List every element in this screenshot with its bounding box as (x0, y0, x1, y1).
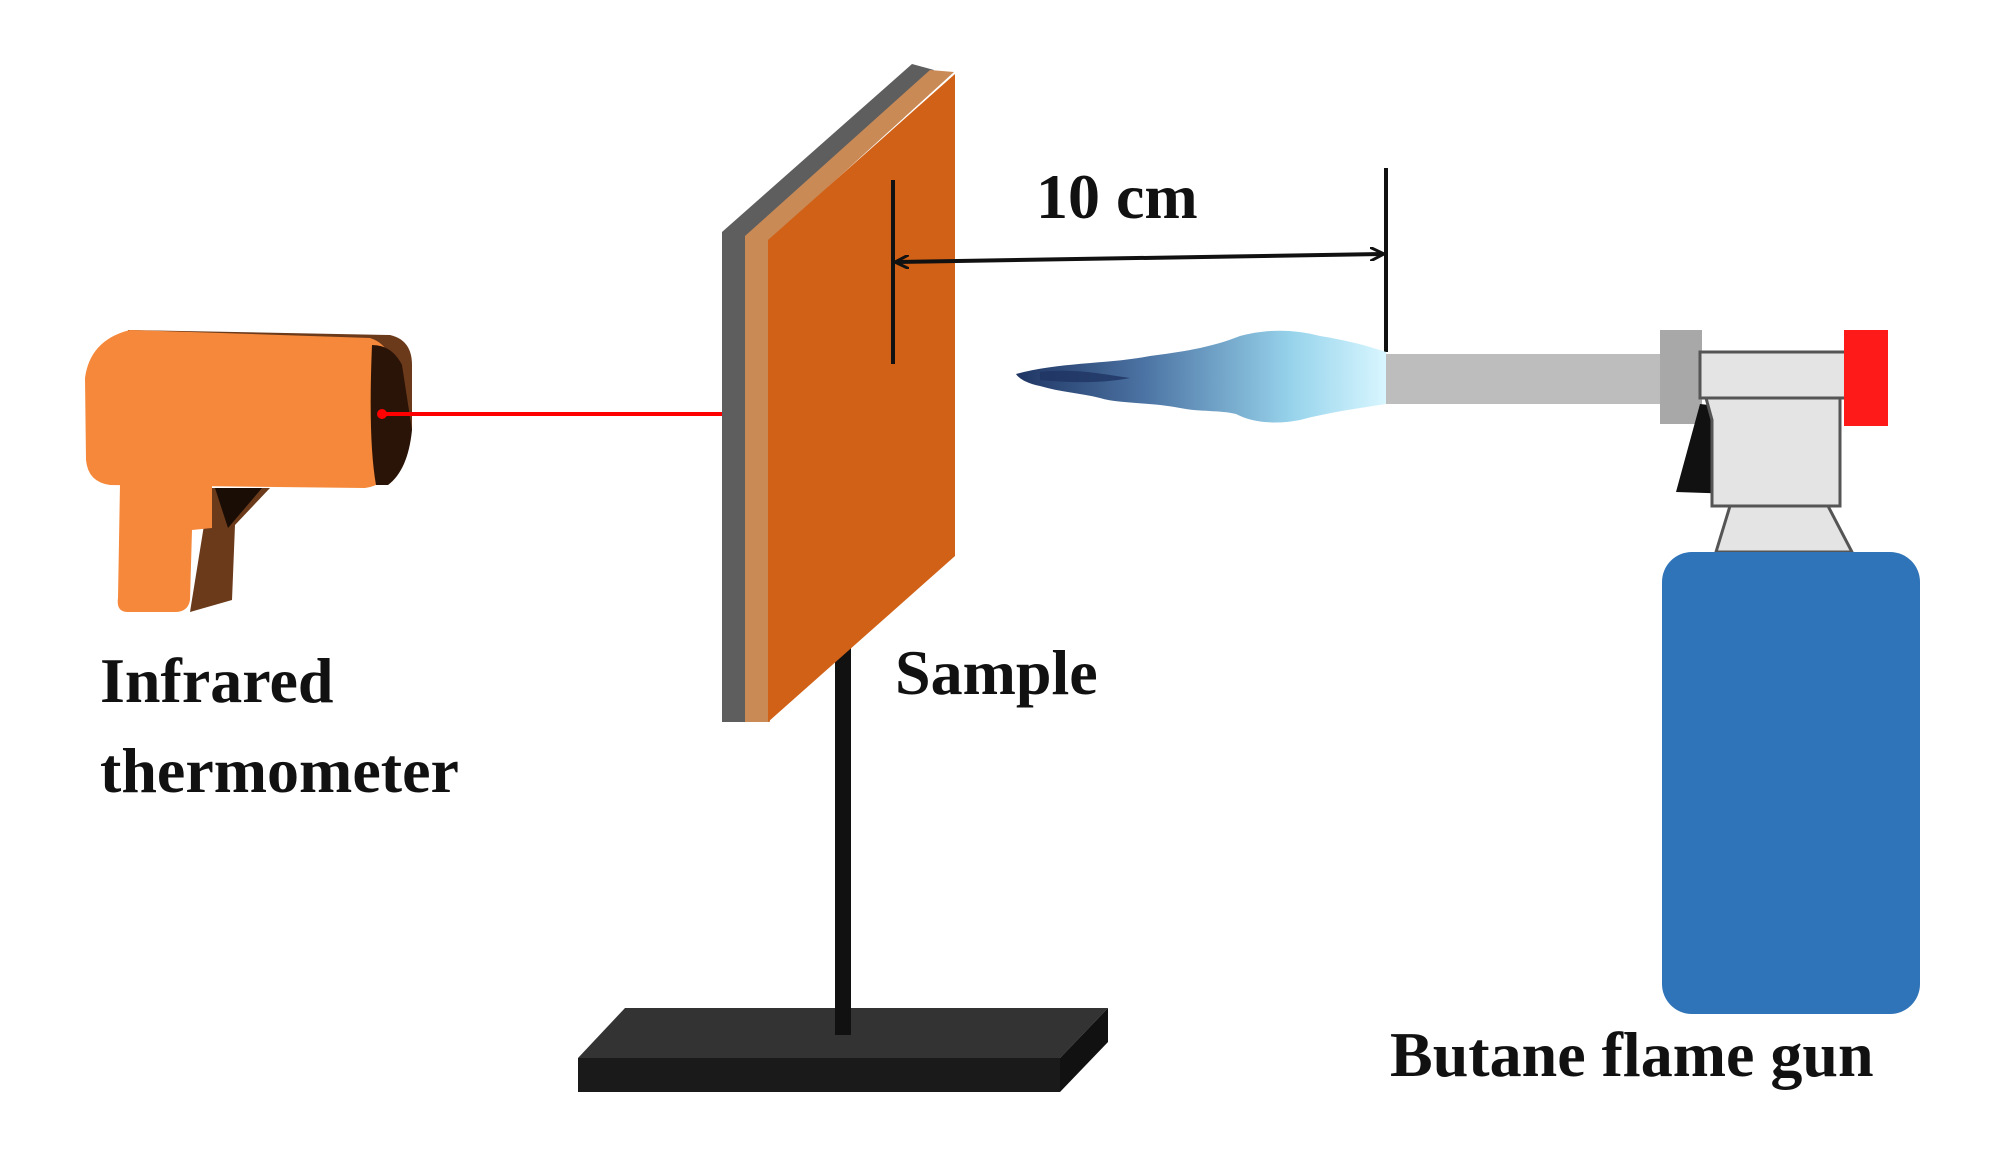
gas-canister (1662, 552, 1920, 1014)
stand-rod (835, 640, 851, 1035)
flame (1016, 330, 1386, 423)
sample-stand (578, 640, 1108, 1092)
gun-head (1698, 350, 1852, 400)
stand-base-front (578, 1058, 1060, 1092)
sample-middle-layer (745, 70, 954, 722)
flame-wisp (1040, 370, 1130, 383)
thermometer-label-line1: Infrared (100, 645, 333, 716)
butane-flame-gun (1386, 330, 1920, 1014)
gun-nozzle (1386, 354, 1664, 404)
sample-back-edge (722, 64, 934, 722)
thermometer-trigger (215, 488, 262, 528)
thermometer-label-line2: thermometer (100, 735, 459, 806)
dimension-arrow (897, 254, 1382, 262)
sample-plate (722, 64, 955, 722)
gun-valve (1844, 330, 1888, 426)
laser-aperture (377, 409, 387, 419)
gun-grip (1704, 396, 1842, 508)
thermometer-handle (117, 484, 212, 612)
infrared-thermometer (85, 330, 412, 612)
distance-label: 10 cm (1036, 161, 1198, 232)
gun-collar (1660, 330, 1702, 424)
sample-face (768, 74, 955, 722)
sample-label: Sample (895, 637, 1098, 708)
stand-base-side (1060, 1008, 1108, 1092)
flame-gun-label: Butane flame gun (1390, 1019, 1874, 1090)
gun-neck (1713, 504, 1855, 554)
distance-dimension: 10 cm (891, 161, 1388, 364)
thermometer-barrel (85, 330, 393, 488)
